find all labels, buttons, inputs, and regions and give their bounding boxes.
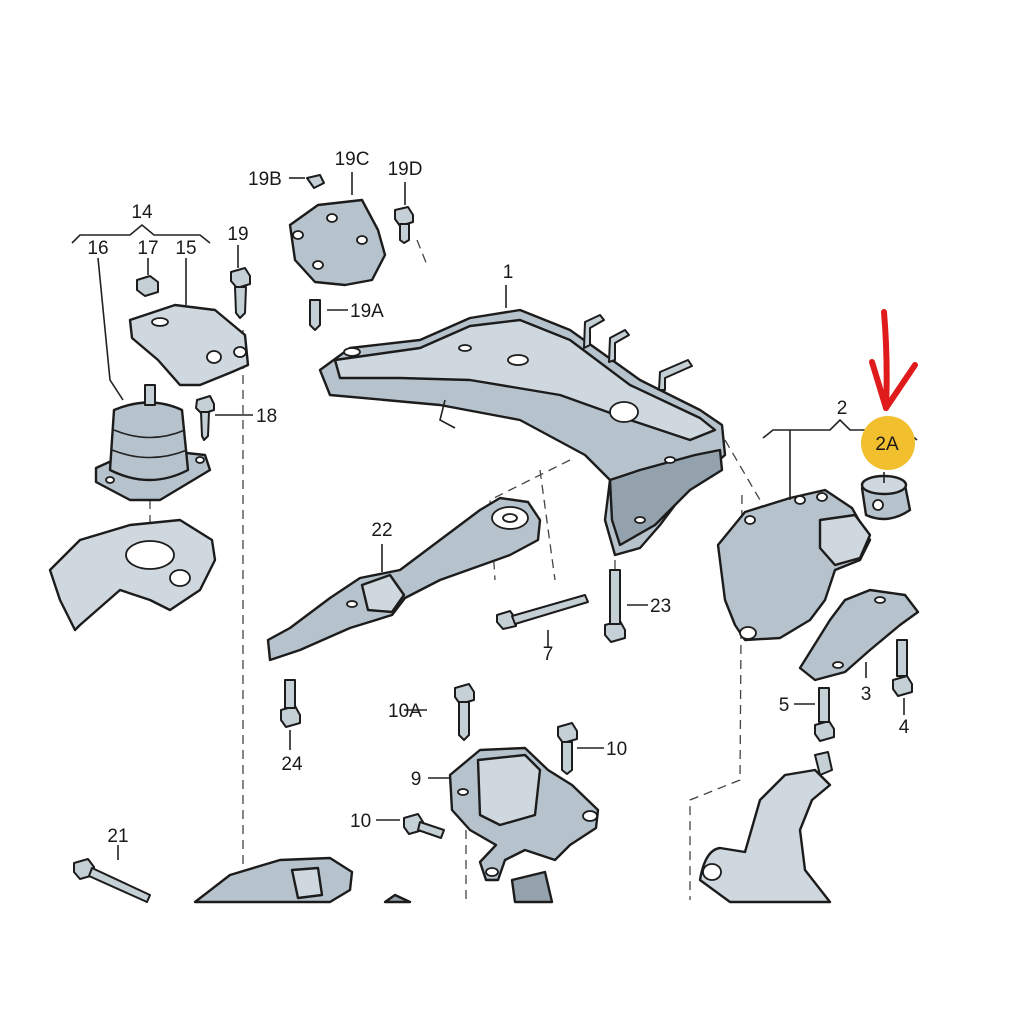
callout-18: 18 [256,406,277,427]
callout-1: 1 [503,262,514,283]
callout-9: 9 [411,769,422,790]
callout-22: 22 [371,520,392,541]
callout-4: 4 [899,717,910,738]
bolt-21 [73,858,151,903]
callout-10-left: 10 [350,811,371,832]
callout-19: 19 [227,224,248,245]
callout-15: 15 [175,238,196,259]
callout-19D: 19D [388,159,423,180]
small-bracket-19 [288,174,414,331]
callout-19B: 19B [248,169,282,190]
callout-14: 14 [131,202,153,223]
bolt-19 [230,267,251,319]
engine-mount-assembly [48,275,250,632]
lower-mount-9 [448,746,600,904]
callout-2: 2 [837,398,848,419]
bracket-2-assembly [716,488,872,642]
callout-17: 17 [137,238,158,259]
bolt-10-left [403,813,445,839]
control-arm [698,751,833,904]
callout-21: 21 [107,826,128,847]
bolt-18 [195,395,215,441]
subframe-part [318,308,727,557]
callout-19A: 19A [350,301,384,322]
callout-5: 5 [779,695,790,716]
bolts-4-5 [814,639,913,742]
callout-3: 3 [861,684,872,705]
callout-16: 16 [87,238,108,259]
bolt-23 [604,569,626,643]
callout-7: 7 [543,644,554,665]
bolt-24 [280,679,301,728]
callout-labels: 14 16 17 15 19 18 19B 19C 19D 19A 1 22 7… [87,149,909,847]
bolt-10a [454,683,475,741]
callout-19C: 19C [335,149,370,170]
callout-10A: 10A [388,701,422,722]
bracket-3 [798,588,920,682]
bolt-7 [496,594,589,630]
bolt-10-right [557,722,578,775]
callout-24: 24 [281,754,303,775]
highlight-badge [861,416,915,470]
callout-23: 23 [650,596,671,617]
callout-10-right: 10 [606,739,627,760]
red-arrow-icon [869,309,918,411]
leader-lines [71,172,918,860]
bushing-2a [860,474,912,521]
bottom-bracket [193,856,412,904]
torque-arm-22 [266,496,542,662]
callout-2A: 2A [875,434,899,455]
